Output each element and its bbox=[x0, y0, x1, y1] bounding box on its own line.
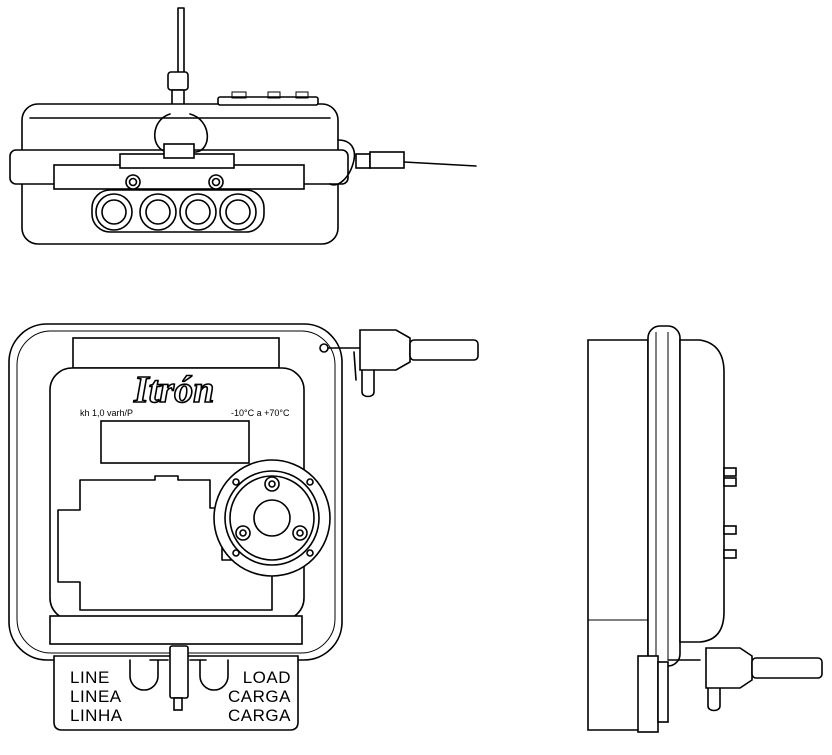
seal-hole bbox=[319, 343, 329, 353]
load-label-pt: CARGA bbox=[228, 706, 291, 725]
line-label-es: LINEA bbox=[70, 687, 122, 706]
front-view: Itrón kh 1,0 varh/P -10°C a +70°C bbox=[8, 323, 479, 731]
terminal-cover: LINE LINEA LINHA LOAD CARGA CARGA bbox=[53, 645, 299, 731]
optical-port bbox=[213, 459, 331, 577]
top-view bbox=[9, 7, 477, 245]
bottom-strip bbox=[49, 615, 303, 645]
temperature-range-label: -10°C a +70°C bbox=[231, 408, 290, 418]
brand-logo: Itrón bbox=[133, 369, 214, 411]
side-view bbox=[587, 325, 823, 733]
lcd-display bbox=[100, 420, 250, 464]
load-label-es: CARGA bbox=[228, 687, 291, 706]
load-label-en: LOAD bbox=[243, 668, 291, 687]
kh-constant-label: kh 1,0 varh/P bbox=[80, 408, 133, 418]
nameplate-area bbox=[57, 475, 273, 611]
line-label-pt: LINHA bbox=[70, 706, 123, 725]
top-window bbox=[72, 337, 280, 369]
line-label-en: LINE bbox=[70, 668, 110, 687]
